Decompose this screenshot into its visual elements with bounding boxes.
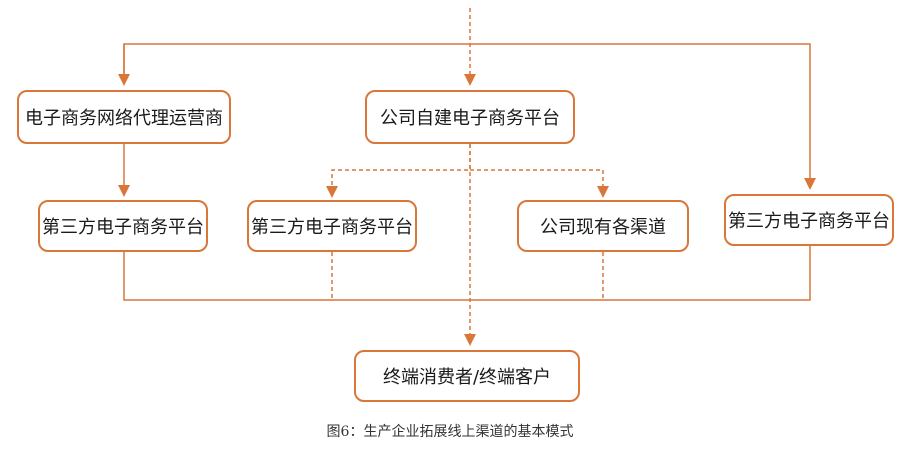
agent-operator-box: 电子商务网络代理运营商 (17, 90, 231, 144)
third-party-platform-mid-label: 第三方电子商务平台 (251, 217, 413, 238)
existing-channels-label: 公司现有各渠道 (540, 217, 666, 238)
end-consumer-box: 终端消费者/终端客户 (354, 350, 580, 402)
end-consumer-label: 终端消费者/终端客户 (382, 367, 552, 388)
third-party-platform-right-box: 第三方电子商务平台 (724, 194, 894, 246)
self-built-platform-box: 公司自建电子商务平台 (365, 90, 575, 144)
figure-caption: 图6：生产企业拓展线上渠道的基本模式 (326, 424, 574, 440)
third-party-platform-left-label: 第三方电子商务平台 (42, 217, 204, 238)
third-party-platform-right-label: 第三方电子商务平台 (728, 211, 890, 232)
third-party-platform-left-box: 第三方电子商务平台 (38, 200, 208, 252)
existing-channels-box: 公司现有各渠道 (517, 200, 689, 252)
dashed-branch-mid (326, 144, 471, 198)
bottom-collect-line (123, 246, 811, 301)
agent-operator-label: 电子商务网络代理运营商 (25, 108, 223, 129)
dashed-branch-channels (470, 169, 609, 198)
third-party-platform-mid-box: 第三方电子商务平台 (247, 200, 417, 252)
self-built-platform-label: 公司自建电子商务平台 (380, 108, 560, 129)
